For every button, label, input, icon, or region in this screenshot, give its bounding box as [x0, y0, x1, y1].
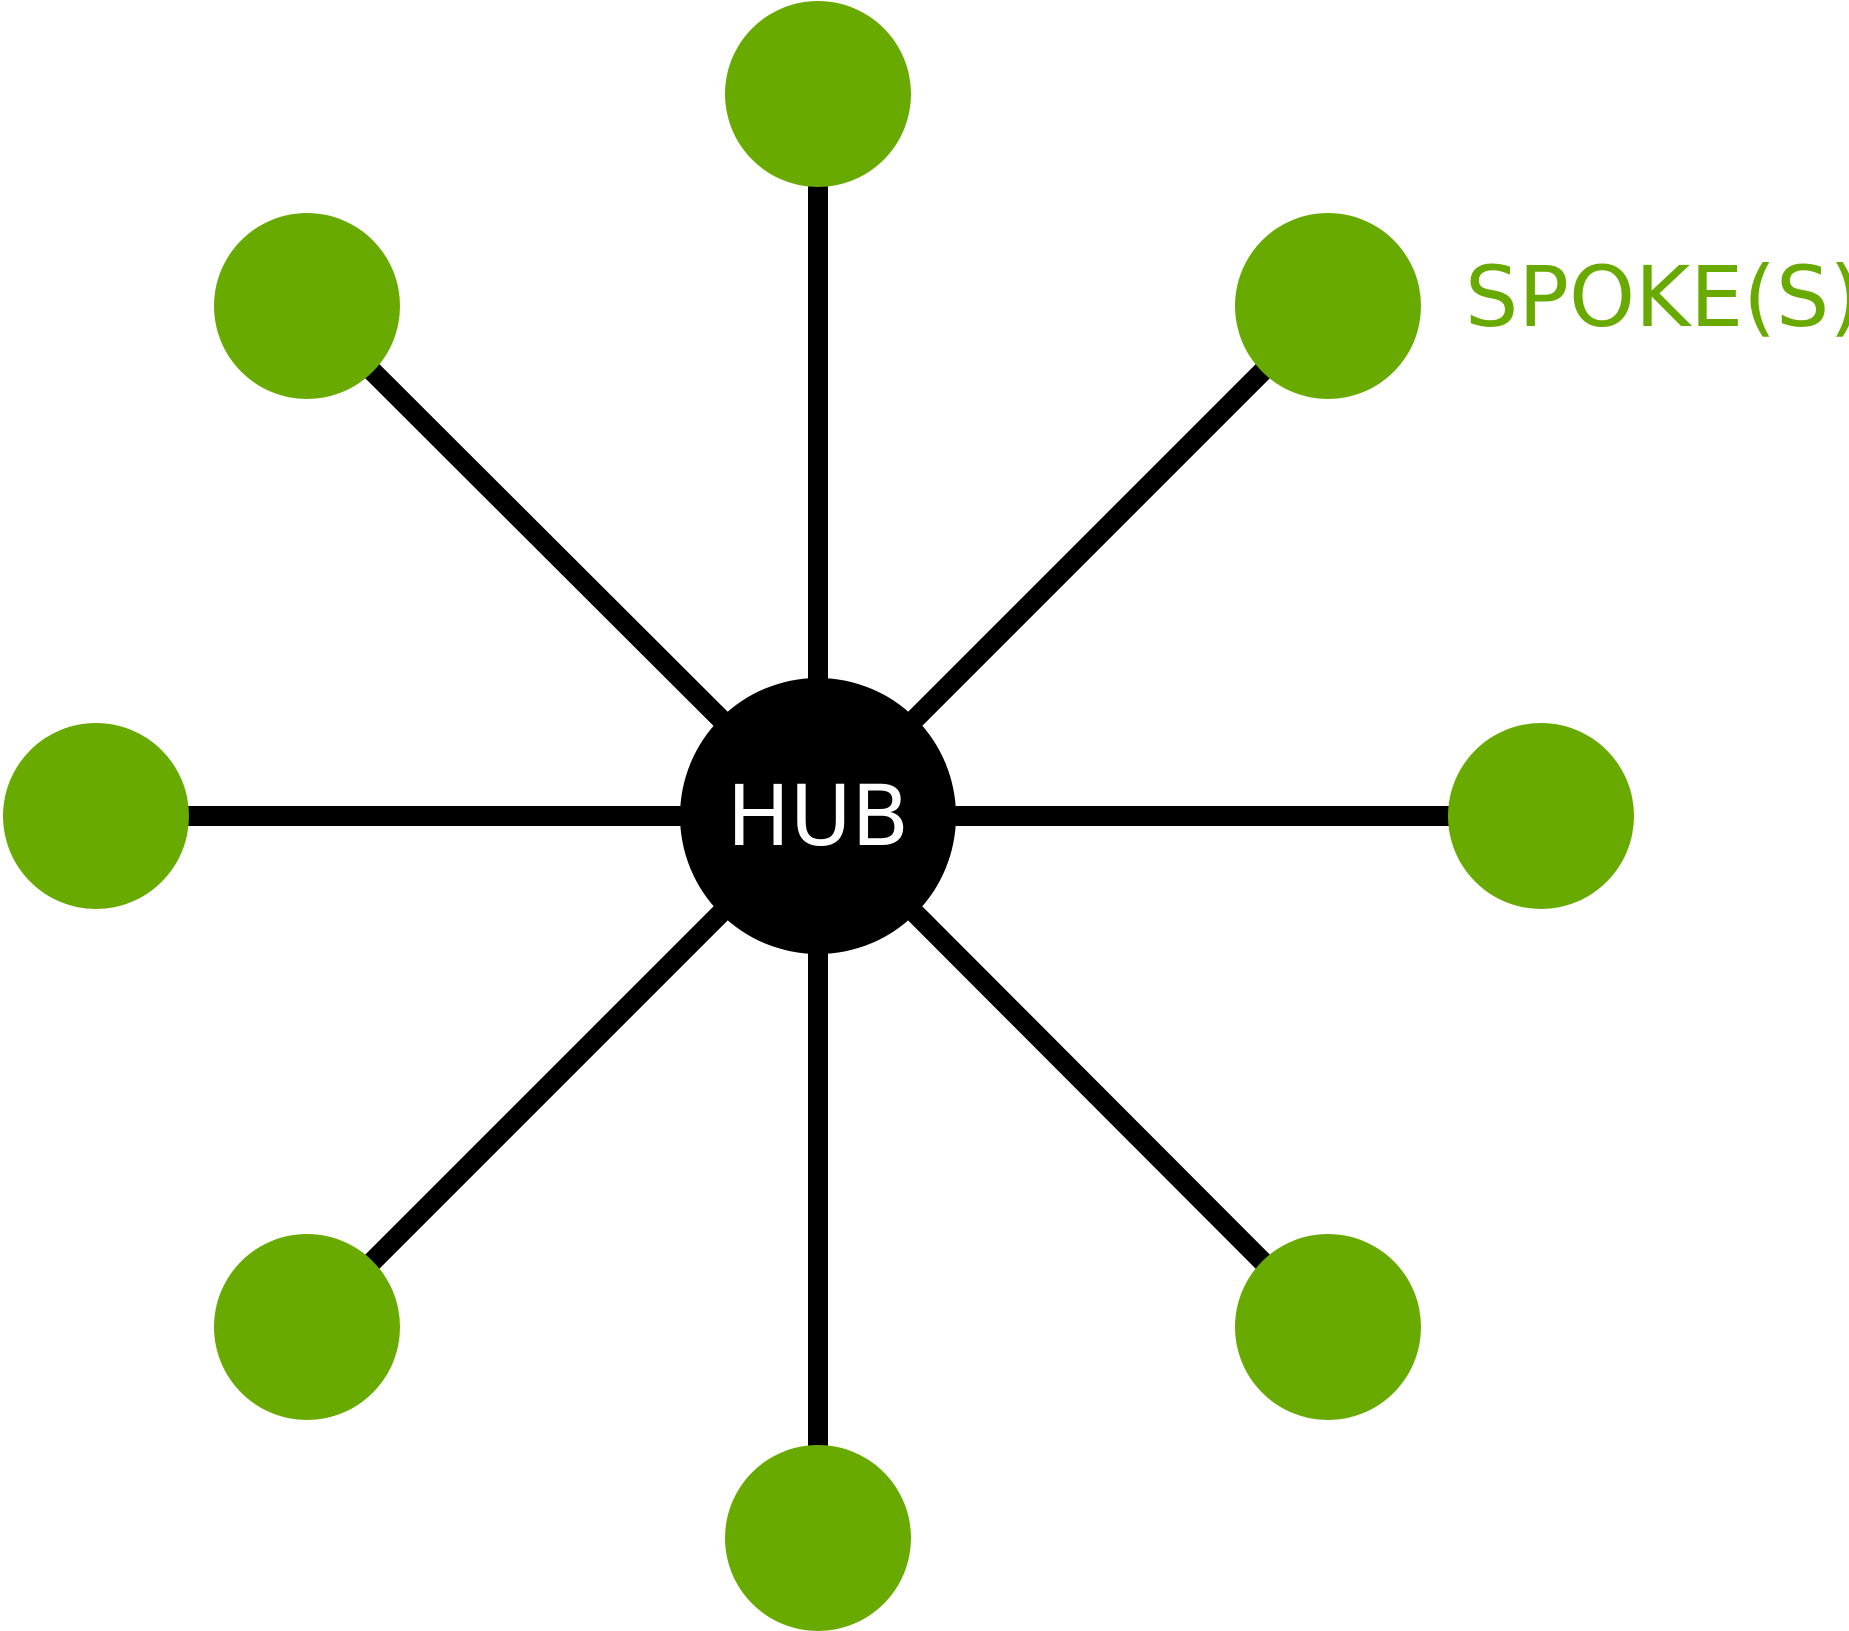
hub-label: HUB: [727, 767, 909, 865]
spoke-node-north: [725, 1, 911, 187]
spoke-node-north-east: [1235, 213, 1421, 399]
spokes-label: SPOKE(S): [1465, 248, 1849, 346]
spoke-node-east: [1448, 723, 1634, 909]
spoke-node-south: [725, 1445, 911, 1631]
spoke-nodes-group: [3, 1, 1634, 1631]
hub-node: [680, 678, 956, 954]
spoke-node-south-west: [214, 1234, 400, 1420]
hub-group: HUB: [680, 678, 956, 954]
spoke-node-north-west: [214, 213, 400, 399]
spoke-node-west: [3, 723, 189, 909]
spoke-node-south-east: [1235, 1234, 1421, 1420]
